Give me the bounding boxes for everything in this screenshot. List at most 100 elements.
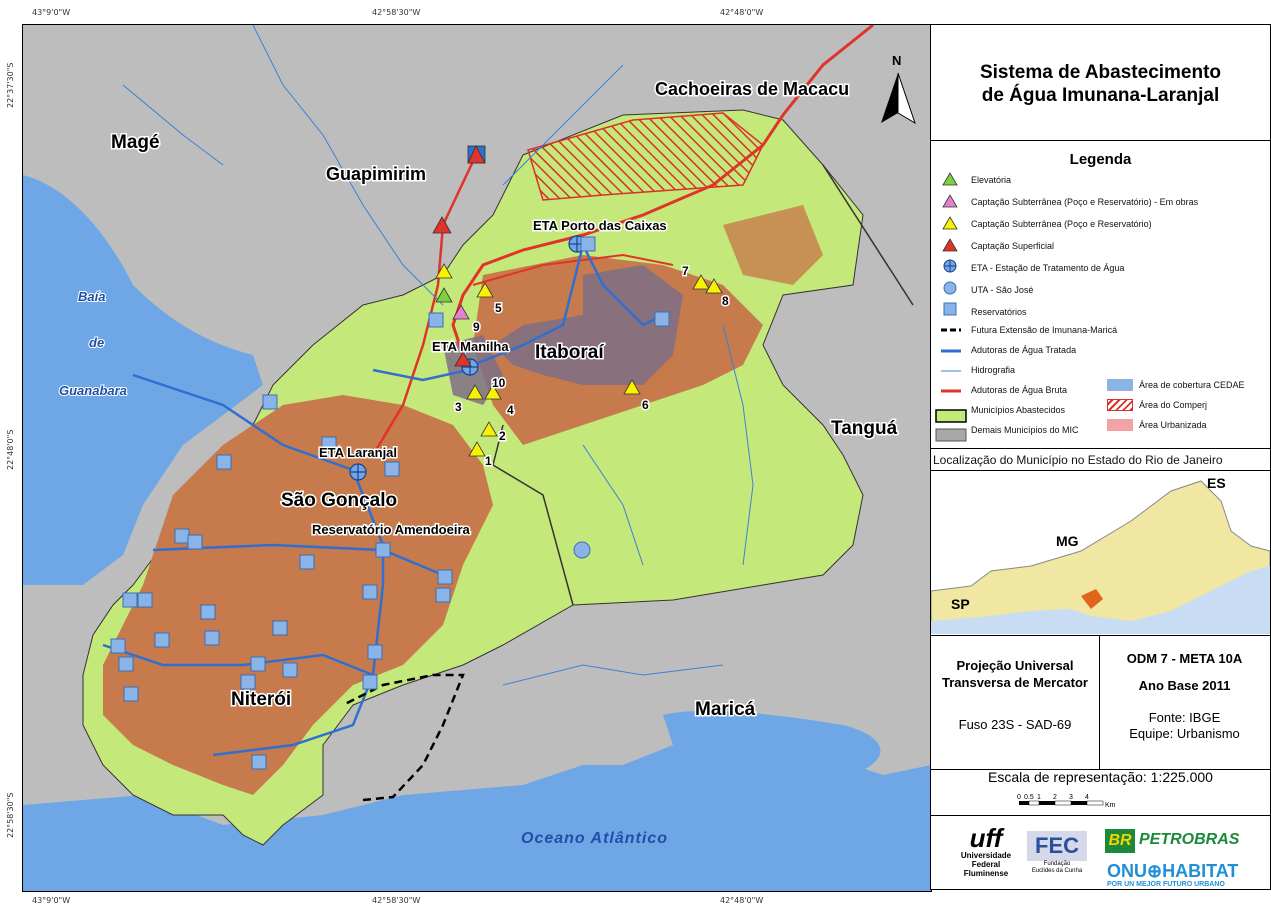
label-eta-manilha: ETA Manilha [432, 339, 509, 354]
fonte: Fonte: IBGE [1148, 710, 1221, 725]
label-niteroi: Niterói [231, 689, 291, 710]
divider [931, 448, 1270, 449]
urban-area-east [723, 205, 823, 285]
svg-text:Km: Km [1105, 802, 1116, 809]
inset-es: ES [1207, 475, 1226, 491]
map-canvas: N Magé Guapimirim Cachoeiras de Macacu I… [23, 25, 931, 891]
legend-item-3: Captação Superficial [971, 241, 1055, 251]
inset-map: MG ES SP [931, 471, 1270, 634]
fec-logo: FEC Fundação Euclides da Cunha [1027, 831, 1087, 875]
map-frame: N Magé Guapimirim Cachoeiras de Macacu I… [22, 24, 932, 892]
label-itaborai: Itaboraí [535, 342, 604, 363]
raw-main-1 [451, 25, 874, 356]
divider [931, 140, 1270, 141]
num-9: 9 [473, 320, 480, 334]
scale-bar: 0 0.5 1 2 3 4 Km [1017, 794, 1116, 809]
legend-item-4: ETA - Estação de Tratamento de Água [971, 263, 1125, 273]
reservoirs [110, 311, 670, 770]
scale-text: Escala de representação: 1:225.000 [988, 769, 1213, 785]
legend-item-9: Hidrografia [971, 365, 1016, 375]
label-sao-goncalo: São Gonçalo [281, 490, 397, 511]
coord-bottom-2: 42°58'30"W [372, 896, 421, 905]
label-baia-1: Baía [78, 289, 105, 304]
projection-2: Transversa de Mercator [942, 675, 1088, 690]
legend-urban-swatch [1107, 419, 1133, 431]
num-8: 8 [722, 294, 729, 308]
inset-sp: SP [951, 596, 970, 612]
num-7: 7 [682, 264, 689, 278]
coord-top-2: 42°58'30"W [372, 8, 421, 17]
river-1 [252, 25, 444, 306]
label-reservatorio: Reservatório Amendoeira [312, 522, 471, 537]
svg-text:0: 0 [1017, 794, 1021, 801]
divider [931, 635, 1270, 636]
legend-cedae-swatch [1107, 379, 1133, 391]
treated-main-2 [472, 244, 585, 367]
svg-text:4: 4 [1085, 794, 1089, 801]
map-title: Sistema de Abastecimento de Água Imunana… [931, 61, 1270, 107]
guanabara-bay [23, 175, 263, 585]
legend-area-symbols [935, 409, 967, 442]
legend-title: Legenda [1069, 151, 1132, 168]
divider [931, 769, 1270, 770]
onu-habitat-tagline: POR UN MEJOR FUTURO URBANO [1107, 881, 1225, 888]
inset-mg: MG [1056, 533, 1079, 549]
label-guapimirim: Guapimirim [326, 164, 426, 184]
coord-left-3: 22°58'30"S [6, 792, 15, 839]
river-4 [582, 444, 644, 566]
treated-main-4 [152, 543, 444, 577]
svg-text:3: 3 [1069, 794, 1073, 801]
border-itaborai-sg [492, 424, 574, 606]
svg-text:2: 2 [1053, 794, 1057, 801]
eta-porto-reservoir [580, 236, 596, 252]
label-mage: Magé [111, 132, 160, 153]
legend-item-11: Municípios Abastecidos [971, 405, 1066, 415]
projection-1: Projeção Universal [956, 658, 1074, 673]
raw-main-3 [472, 253, 674, 286]
legend-item-6: Reservatórios [971, 307, 1027, 317]
num-5: 5 [495, 301, 502, 315]
legend-item-5: UTA - São José [971, 285, 1034, 295]
svg-text:1: 1 [1037, 794, 1041, 801]
equipe: Equipe: Urbanismo [1129, 726, 1240, 741]
north-arrow: N [881, 53, 916, 125]
coord-top-1: 43°9'0"W [32, 8, 71, 17]
ocean [23, 745, 931, 891]
coord-top-3: 42°48'0"W [720, 8, 764, 17]
treated-main-3 [132, 373, 385, 757]
legend-comperj-swatch [1107, 399, 1133, 411]
inset-title: Localização do Município no Estado do Ri… [933, 453, 1223, 467]
border-itaborai-tangua [822, 164, 914, 306]
legend-item-7: Futura Extensão de Imunana-Maricá [971, 325, 1118, 335]
urban-area-sg [103, 395, 493, 795]
label-eta-laranjal: ETA Laranjal [319, 445, 397, 460]
uta-sao-jose [573, 541, 591, 559]
uff-logo: uff Universidade Federal Fluminense [960, 823, 1012, 878]
treated-main-1 [581, 244, 664, 327]
legend-item-12: Demais Municípios do MIC [971, 425, 1079, 435]
legend-item-2: Captação Subterrânea (Poço e Reservatóri… [971, 219, 1152, 229]
marica-lagoon [663, 710, 881, 770]
coord-left-1: 22°37'30"S [6, 62, 15, 109]
num-2: 2 [499, 429, 506, 443]
divider [931, 470, 1270, 471]
legend-symbols [941, 172, 961, 393]
label-oceano: Oceano Atlântico [521, 830, 668, 847]
svg-text:0.5: 0.5 [1024, 794, 1034, 801]
river-5 [122, 84, 224, 166]
petrobras-logo: PETROBRAS [1139, 831, 1240, 848]
num-6: 6 [642, 398, 649, 412]
future-extension [342, 673, 465, 802]
legend-item-10: Adutoras de Água Bruta [971, 385, 1068, 395]
label-eta-porto: ETA Porto das Caixas [533, 218, 667, 233]
legend-item-1: Captação Subterrânea (Poço e Reservatóri… [971, 197, 1199, 207]
num-1: 1 [485, 454, 492, 468]
north-label: N [892, 53, 901, 68]
coord-left-2: 22°48'0"S [6, 429, 15, 470]
num-3: 3 [455, 400, 462, 414]
label-marica: Maricá [695, 699, 756, 720]
fuso: Fuso 23S - SAD-69 [958, 717, 1072, 732]
river-2 [502, 64, 624, 186]
br-logo: BR [1105, 829, 1135, 853]
label-baia-3: Guanabara [59, 383, 127, 398]
